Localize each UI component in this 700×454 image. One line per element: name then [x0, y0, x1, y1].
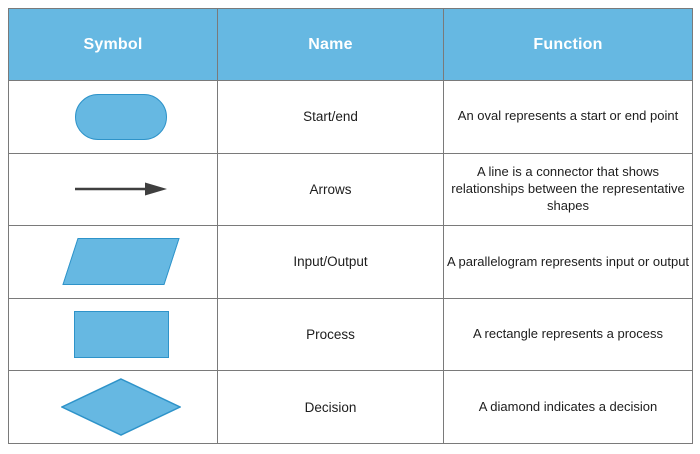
stadium-shape-icon: [75, 93, 167, 140]
function-cell-process: A rectangle represents a process: [443, 297, 693, 372]
rectangle-shape-icon: [73, 311, 169, 359]
flowchart-symbols-table-container: Symbol Name Function Start/end An oval r…: [8, 8, 693, 444]
name-cell-start-end: Start/end: [217, 80, 444, 154]
shape-offset: [75, 93, 167, 140]
table-row: Arrows A line is a connector that shows …: [8, 152, 693, 227]
shape-offset: [62, 238, 180, 286]
flowchart-symbols-table: Symbol Name Function Start/end An oval r…: [8, 8, 693, 444]
shape-container: [9, 226, 217, 298]
table-row: Decision A diamond indicates a decision: [8, 370, 693, 444]
function-cell-arrows: A line is a connector that shows relatio…: [443, 152, 693, 227]
symbol-cell-process: [8, 297, 218, 372]
table-header: Symbol Name Function: [8, 8, 693, 81]
column-header-symbol: Symbol: [8, 8, 218, 81]
table-body: Start/end An oval represents a start or …: [8, 80, 693, 444]
shape-container: [9, 299, 217, 371]
table-row: Input/Output A parallelogram represents …: [8, 225, 693, 299]
arrow-shape-icon: [75, 182, 167, 196]
shape-offset: [73, 179, 169, 199]
shape-container: [9, 81, 217, 153]
parallelogram-shape-icon: [62, 238, 180, 286]
function-cell-input-output: A parallelogram represents input or outp…: [443, 225, 693, 299]
table-row: Start/end An oval represents a start or …: [8, 80, 693, 154]
diamond-shape-icon: [61, 378, 181, 437]
shape-container: [9, 154, 217, 226]
function-cell-start-end: An oval represents a start or end point: [443, 80, 693, 154]
symbol-cell-start-end: [8, 80, 218, 154]
shape-container: [9, 371, 217, 443]
function-cell-decision: A diamond indicates a decision: [443, 370, 693, 444]
name-cell-arrows: Arrows: [217, 152, 444, 227]
shape-offset: [61, 378, 181, 437]
symbol-cell-input-output: [8, 225, 218, 299]
table-row: Process A rectangle represents a process: [8, 297, 693, 372]
shape-offset: [73, 311, 169, 359]
name-cell-decision: Decision: [217, 370, 444, 444]
column-header-function: Function: [443, 8, 693, 81]
name-cell-process: Process: [217, 297, 444, 372]
symbol-cell-decision: [8, 370, 218, 444]
name-cell-input-output: Input/Output: [217, 225, 444, 299]
column-header-name: Name: [217, 8, 444, 81]
symbol-cell-arrows: [8, 152, 218, 227]
table-header-row: Symbol Name Function: [8, 8, 693, 81]
